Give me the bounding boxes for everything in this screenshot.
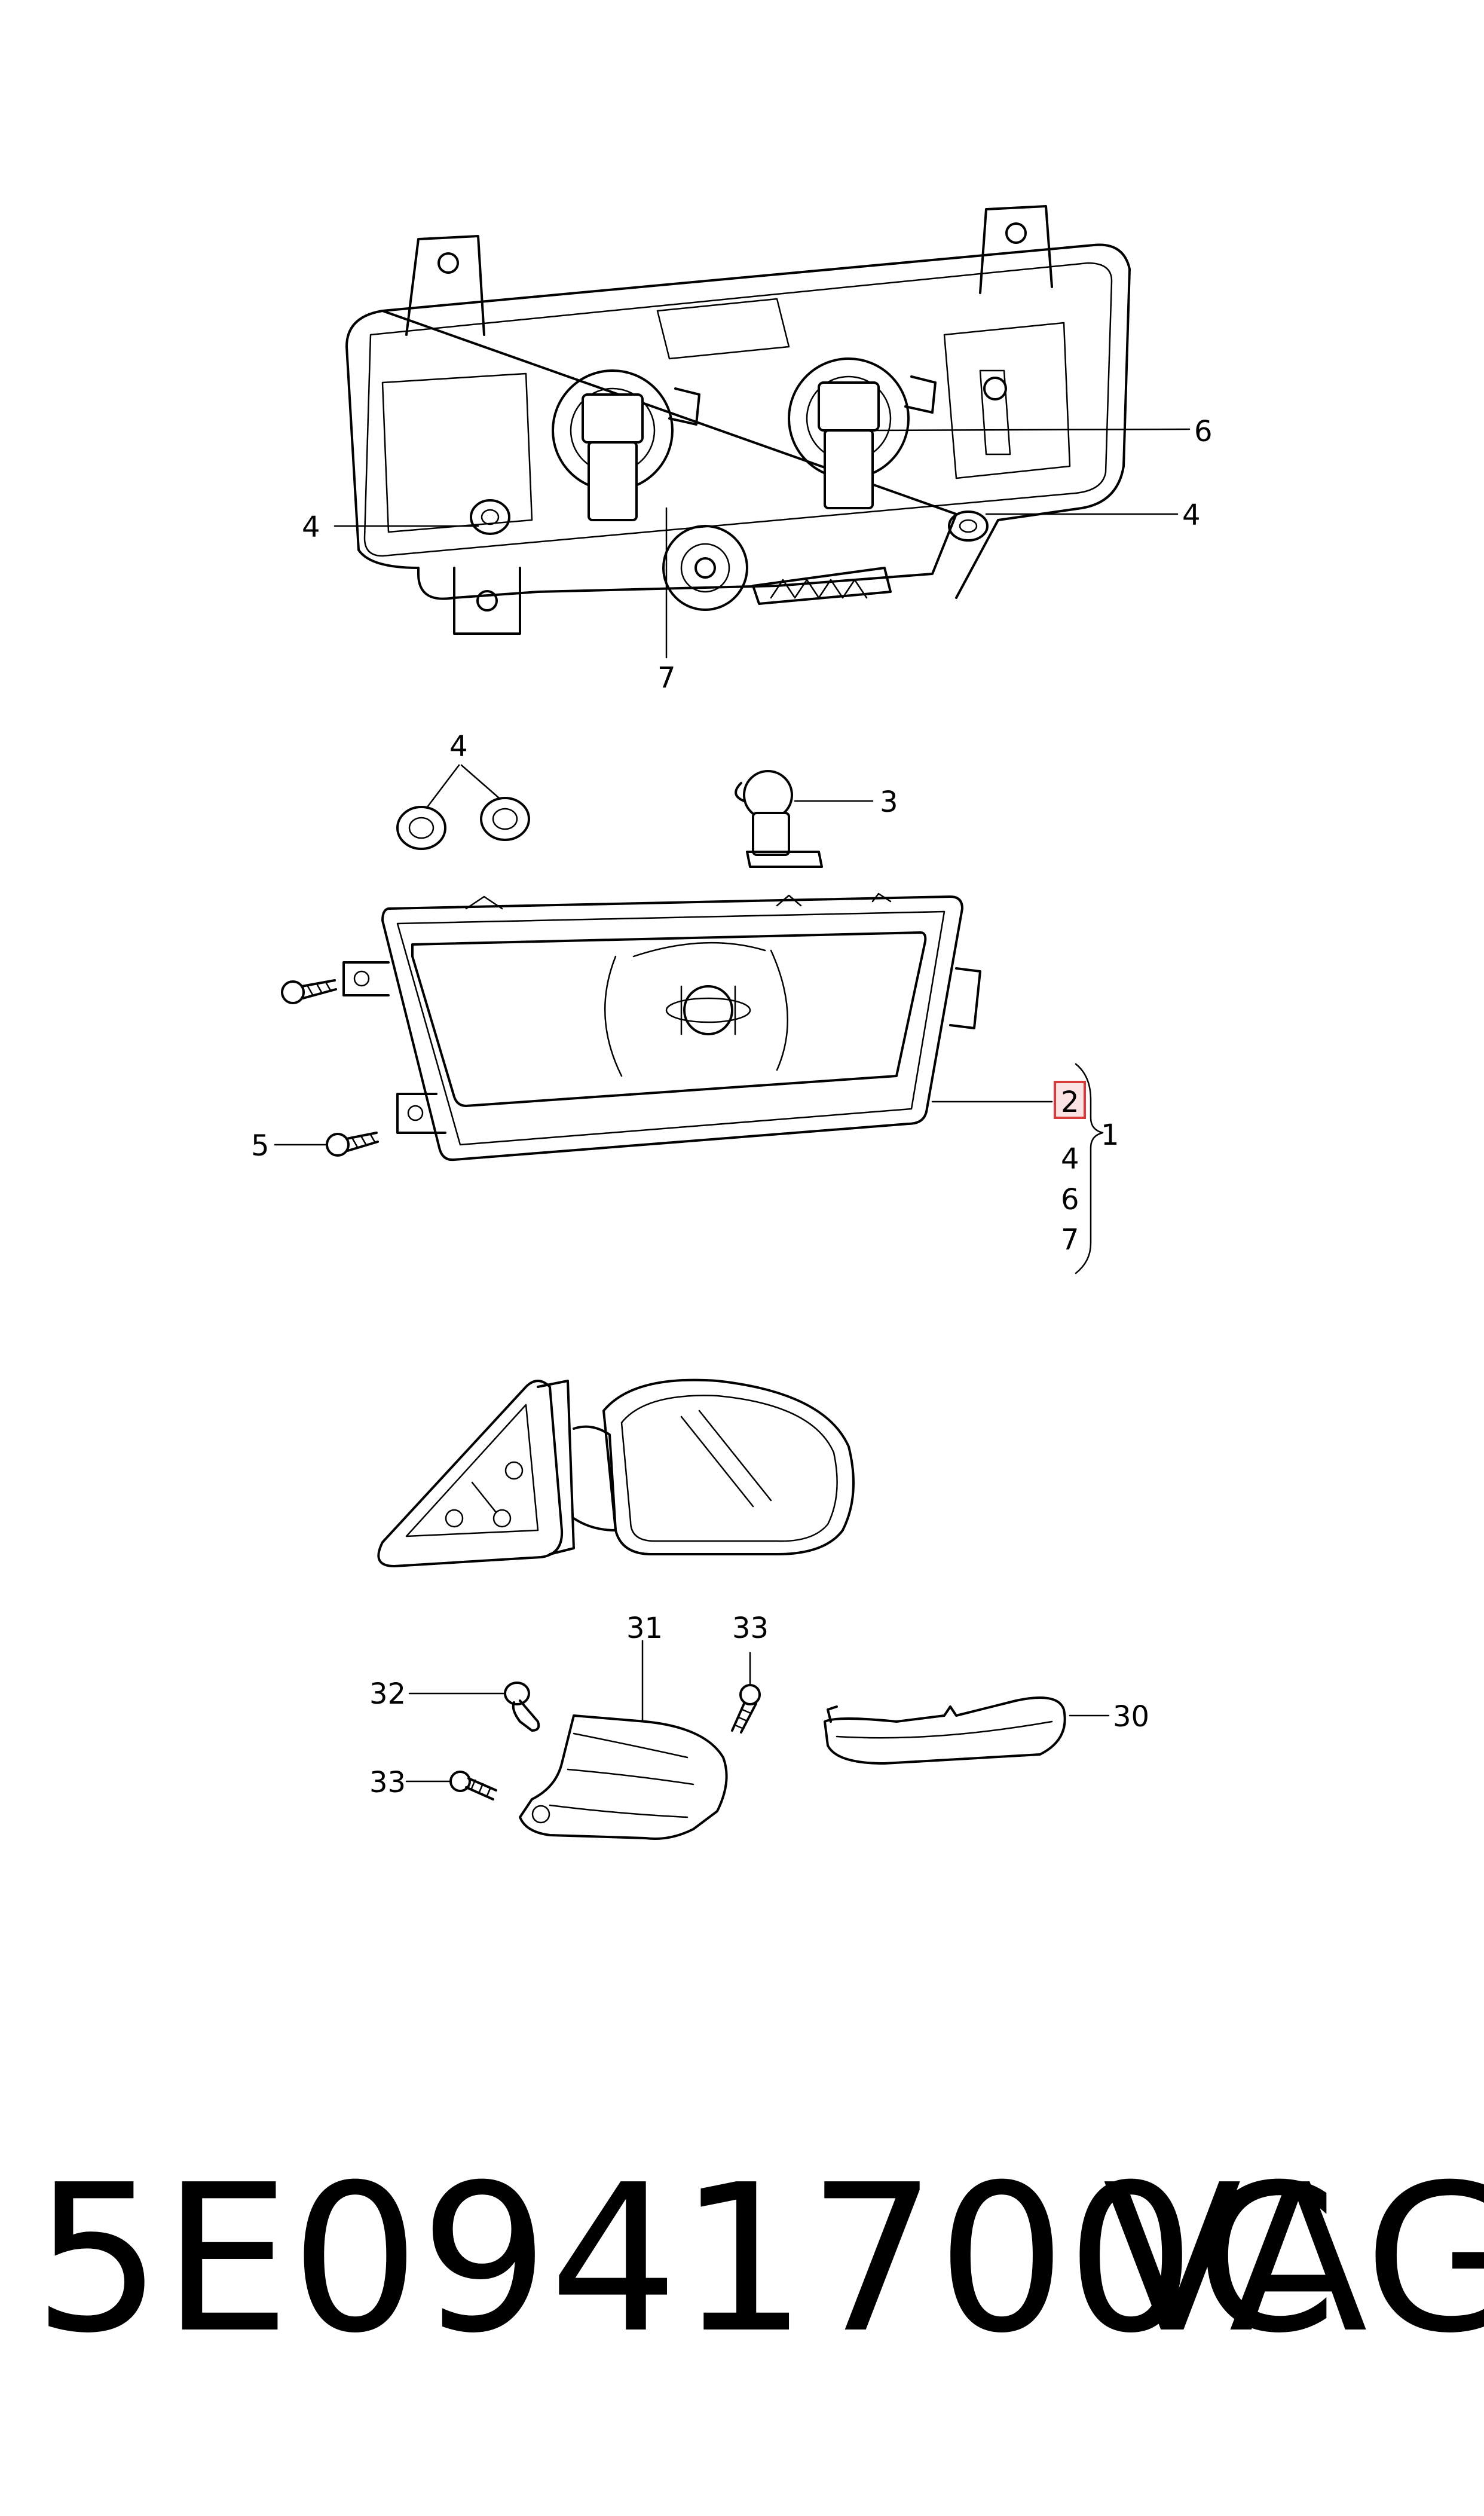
adjuster-wheel [662, 525, 892, 611]
screw-33-left [405, 1771, 497, 1800]
callout-33-top: 33 [732, 1612, 769, 1645]
callout-5-screw: 5 [251, 1129, 270, 1163]
callout-2-highlight: 2 [1061, 1086, 1079, 1119]
callout-4-top-left: 4 [302, 510, 320, 544]
screw-lower-left [274, 1132, 379, 1157]
callout-6-top: 6 [1194, 415, 1213, 448]
fog-lamp-rear-view [345, 205, 1131, 635]
callout-6-list: 6 [1061, 1183, 1079, 1216]
assembly-bracket [1075, 1063, 1104, 1274]
callout-30-trim: 30 [1113, 1700, 1149, 1734]
grommets-pair [396, 764, 530, 850]
callout-4-grommets: 4 [449, 730, 468, 763]
callout-32-clip: 32 [369, 1677, 406, 1711]
screw-33-top [731, 1652, 761, 1734]
trim-strip-30 [824, 1696, 1110, 1765]
door-mirror [377, 1378, 855, 1567]
callout-1-assembly: 1 [1101, 1118, 1119, 1152]
callout-4-list: 4 [1061, 1142, 1079, 1176]
clip-32 [408, 1682, 540, 1732]
mirror-bracket-31 [519, 1640, 728, 1840]
fog-lamp-front [342, 892, 981, 1161]
callout-7-list: 7 [1061, 1223, 1079, 1257]
bulb-socket-left [552, 369, 700, 521]
callout-31-bracket: 31 [626, 1612, 663, 1645]
callout-2-highlight-box [1054, 1081, 1086, 1119]
leaders-top [333, 428, 1191, 659]
bulb-socket-right [788, 357, 937, 509]
callout-33-left: 33 [369, 1766, 406, 1799]
brand-label: VAG [1103, 2141, 1484, 2378]
footer-caption: 5E0941700C VAG [33, 2134, 1484, 2385]
callout-4-top-right: 4 [1182, 499, 1201, 532]
fog-lamp-bulb [735, 770, 874, 868]
part-number: 5E0941700C [33, 2141, 1338, 2378]
callout-3-bulb: 3 [880, 785, 898, 819]
screw-upper-left [281, 979, 337, 1004]
callout-7-top: 7 [657, 661, 676, 695]
